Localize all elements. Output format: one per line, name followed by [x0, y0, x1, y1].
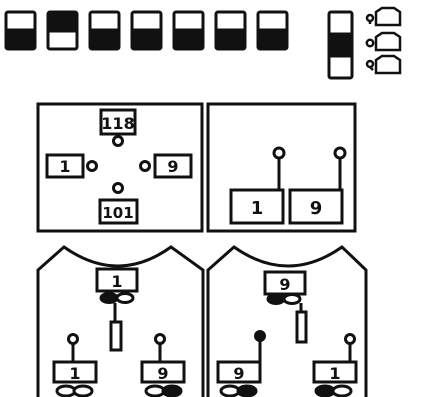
panel-bottom-right: 9 9 1: [206, 245, 368, 397]
box-right: 1: [312, 333, 358, 397]
box-left: 1: [45, 153, 98, 179]
shirt-icon: [365, 54, 402, 75]
svg-text:1: 1: [111, 272, 122, 291]
box-bottom: 101: [98, 182, 139, 225]
box-right: 9: [139, 153, 193, 179]
svg-text:118: 118: [101, 114, 134, 133]
box-left: 1: [52, 333, 98, 397]
panel-top-right: 1 9: [206, 102, 357, 233]
panel-bottom-left: 1 1 9: [36, 245, 205, 397]
switch-3[interactable]: [88, 10, 121, 51]
svg-text:9: 9: [233, 364, 244, 383]
shirt-icon: [365, 6, 402, 27]
switch-1[interactable]: [4, 10, 37, 51]
box-left: 9: [216, 330, 266, 397]
box-center: 1: [95, 267, 139, 352]
svg-text:1: 1: [329, 364, 340, 383]
box-left: 1: [229, 146, 286, 225]
svg-text:9: 9: [279, 275, 290, 294]
box-right: 9: [288, 146, 347, 225]
selector-option-icons: [365, 6, 402, 75]
switch-2[interactable]: [46, 10, 79, 51]
svg-text:101: 101: [102, 204, 133, 222]
svg-text:1: 1: [251, 198, 264, 219]
box-top: 118: [99, 108, 137, 147]
svg-text:1: 1: [69, 364, 80, 383]
switch-4[interactable]: [130, 10, 163, 51]
svg-text:1: 1: [59, 157, 70, 176]
switch-row: [4, 10, 289, 51]
switch-5[interactable]: [172, 10, 205, 51]
box-right: 9: [140, 333, 186, 397]
switch-7[interactable]: [256, 10, 289, 51]
svg-text:9: 9: [167, 157, 178, 176]
switch-6[interactable]: [214, 10, 247, 51]
panel-top-left: 118 1 9 101: [36, 102, 204, 233]
svg-text:9: 9: [310, 198, 323, 219]
selector-switch[interactable]: [327, 10, 354, 80]
box-center: 9: [263, 270, 308, 344]
shirt-icon: [365, 31, 402, 52]
svg-text:9: 9: [157, 364, 168, 383]
